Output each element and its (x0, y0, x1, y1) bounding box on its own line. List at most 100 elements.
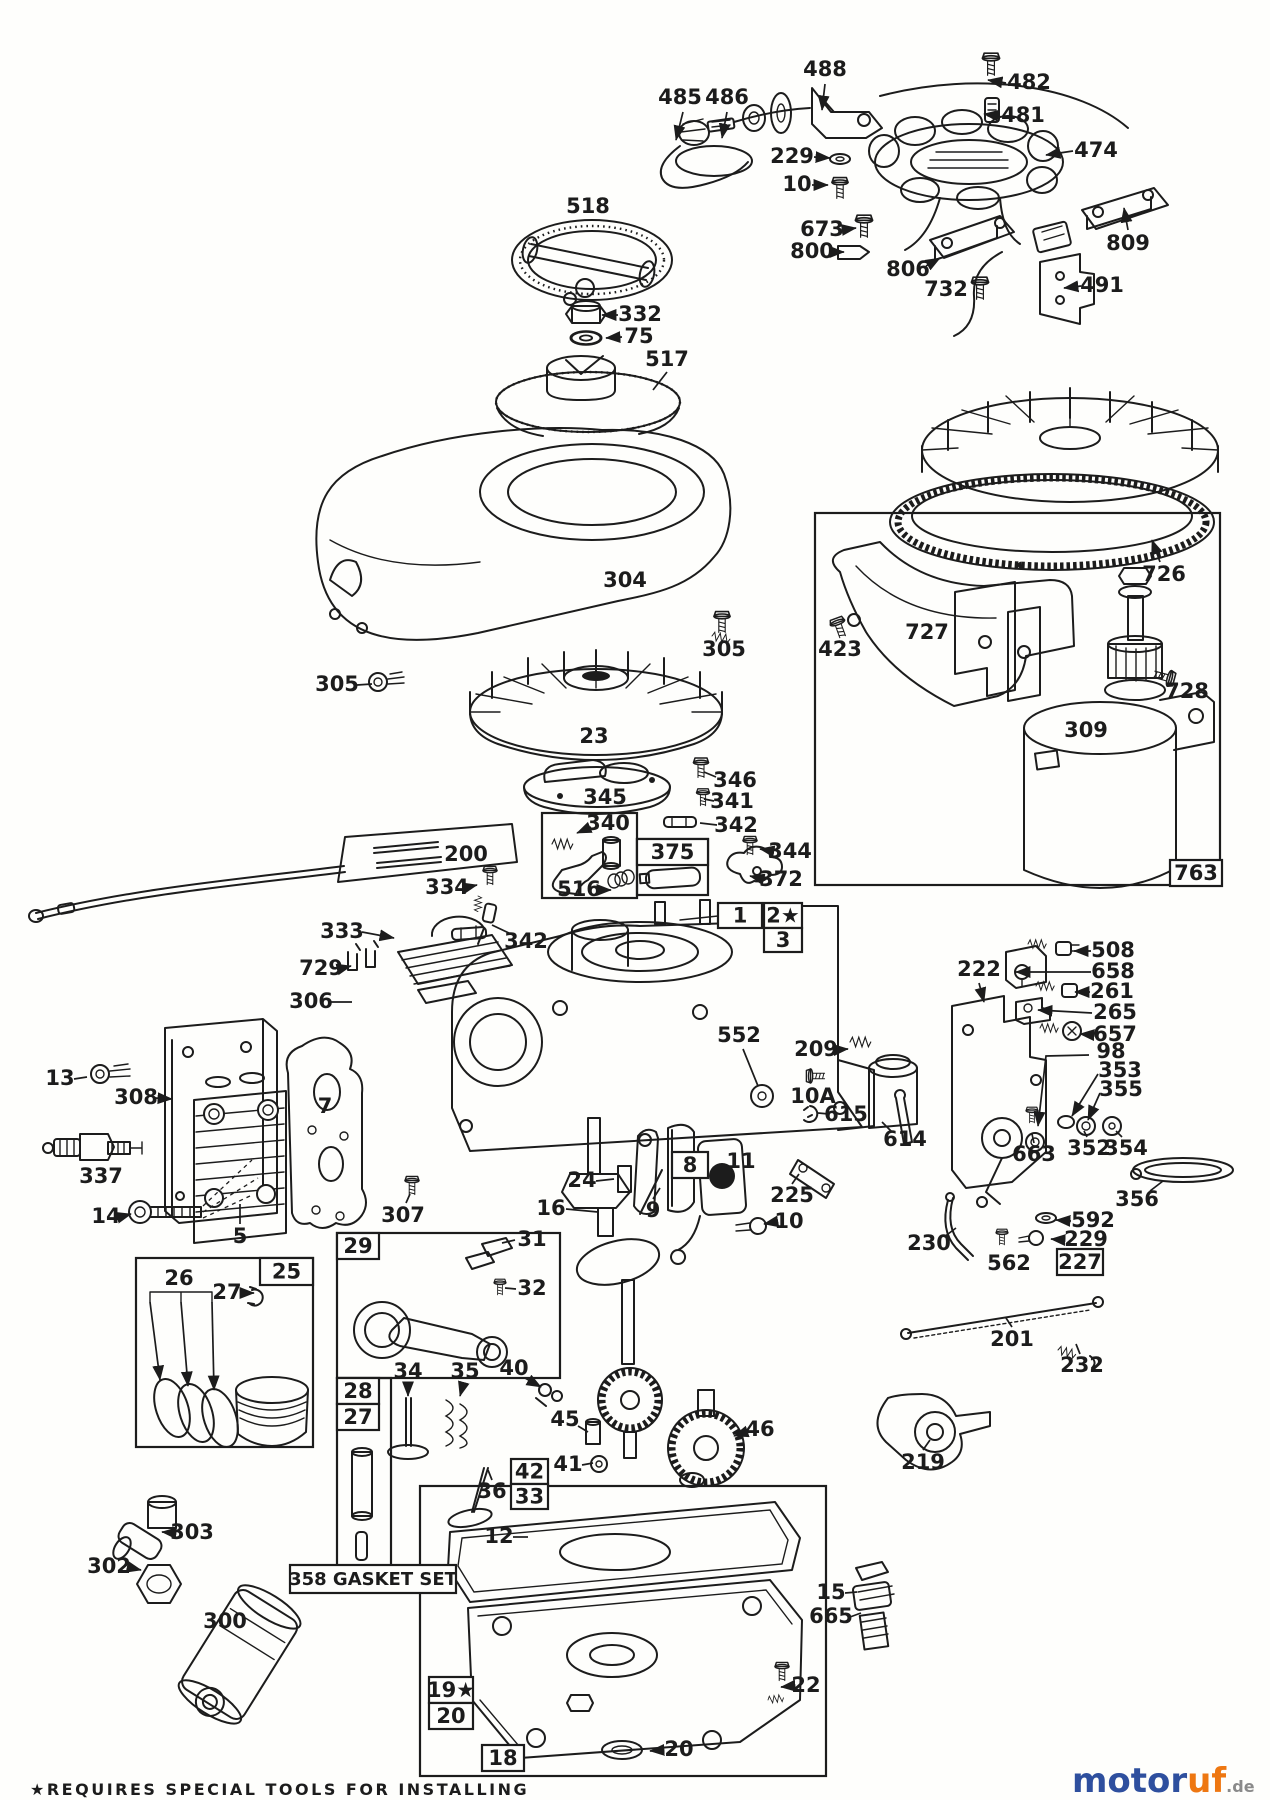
part-label-34: 34 (393, 1359, 422, 1383)
leader-line (125, 1560, 142, 1573)
container-box (813, 511, 1222, 887)
leader-line (791, 1173, 800, 1185)
leader-line (1075, 1343, 1081, 1355)
leader-line (1083, 1130, 1088, 1138)
part-label-10: 10 (782, 172, 811, 196)
boxed-label-19★: 19★ (427, 1678, 475, 1702)
part-label-46: 46 (745, 1417, 774, 1441)
leader-line (1037, 1004, 1093, 1017)
part-label-305: 305 (702, 637, 746, 661)
nut-332-washer-75-drawing (565, 300, 607, 346)
leader-line (405, 1193, 411, 1204)
part-label-10A: 10A (790, 1084, 836, 1108)
ignition-coil-333-drawing (397, 902, 513, 1004)
container-box (418, 1484, 828, 1778)
leader-line (565, 1208, 599, 1213)
cylinder-head-group-drawing (42, 1018, 420, 1244)
electric-starter-group-drawing (828, 387, 1219, 889)
part-label-9: 9 (646, 1198, 661, 1222)
part-label-14: 14 (91, 1204, 120, 1228)
leader-line (461, 882, 478, 895)
starter-rope-ring-518-drawing (511, 219, 673, 306)
part-label-40: 40 (499, 1356, 528, 1380)
part-label-27: 27 (212, 1280, 241, 1304)
part-label-372: 372 (759, 867, 803, 891)
leader-line (1120, 207, 1133, 231)
part-label-11: 11 (726, 1149, 755, 1173)
leader-line (699, 822, 718, 826)
leader-line (161, 1527, 177, 1540)
leader-line (605, 331, 623, 344)
boxed-label-25: 25 (272, 1260, 301, 1284)
part-label-41: 41 (553, 1452, 582, 1476)
part-label-332: 332 (618, 302, 662, 326)
part-label-16: 16 (536, 1196, 565, 1220)
part-label-75: 75 (624, 324, 653, 348)
boxed-label-frame-2★ (762, 901, 804, 930)
screws-305-drawing (368, 610, 732, 692)
part-label-232: 232 (1060, 1353, 1104, 1377)
part-label-727: 727 (905, 620, 949, 644)
part-label-481: 481 (1001, 103, 1045, 127)
part-label-337: 337 (79, 1164, 123, 1188)
boxed-label-358 GASKET SET: 358 GASKET SET (289, 1569, 458, 1590)
leader-line (673, 111, 686, 141)
leader-line (833, 1044, 849, 1057)
leader-line (1055, 1215, 1072, 1227)
boxed-label-1: 1 (733, 904, 748, 928)
boxed-label-3: 3 (776, 928, 791, 952)
leader-line (335, 963, 352, 976)
leader-line (840, 224, 857, 236)
boxed-label-frame-8 (670, 1150, 710, 1180)
part-label-518: 518 (566, 194, 610, 218)
watermark-logo[interactable]: motoruf.de (1072, 1761, 1255, 1800)
boxed-label-8: 8 (683, 1153, 698, 1177)
part-label-309: 309 (1064, 718, 1108, 742)
logo-part-de: .de (1226, 1777, 1255, 1796)
leader-line (924, 257, 941, 271)
part-label-491: 491 (1080, 273, 1124, 297)
clips-729-drawing (347, 940, 379, 971)
boxed-label-227: 227 (1058, 1250, 1102, 1274)
leader-line (703, 798, 715, 802)
part-label-36: 36 (477, 1479, 506, 1503)
leader-line (1005, 1317, 1013, 1328)
part-label-665: 665 (809, 1604, 853, 1628)
leader-line (487, 1469, 493, 1481)
boxed-label-frame-1 (716, 901, 764, 930)
part-label-592: 592 (1071, 1208, 1115, 1232)
leader-line (703, 771, 717, 778)
boxed-label-763: 763 (1174, 861, 1218, 885)
part-label-340: 340 (586, 811, 630, 835)
washer-229-bolt-10-drawing (829, 153, 851, 200)
part-label-13: 13 (45, 1066, 74, 1090)
boxed-label-frame-763 (1168, 858, 1224, 888)
part-label-200: 200 (444, 842, 488, 866)
part-label-10: 10 (774, 1209, 803, 1233)
part-label-333: 333 (320, 919, 364, 943)
part-label-341: 341 (710, 789, 754, 813)
part-label-508: 508 (1091, 938, 1135, 962)
leader-line (1063, 280, 1082, 293)
leader-line (115, 1212, 132, 1224)
oil-sump-group-drawing (447, 1501, 895, 1760)
leader-line (1151, 539, 1163, 563)
boxed-label-frame-358 GASKET SET (288, 1563, 458, 1595)
leader-line (361, 929, 395, 942)
part-label-303: 303 (170, 1520, 214, 1544)
part-label-7: 7 (318, 1094, 333, 1118)
boxed-label-29: 29 (343, 1234, 372, 1258)
part-label-306: 306 (289, 989, 333, 1013)
part-label-308: 308 (114, 1085, 158, 1109)
boxed-label-frame-33 (509, 1482, 550, 1511)
part-label-356: 356 (1115, 1187, 1159, 1211)
container-box (134, 1256, 315, 1449)
leader-line (749, 873, 766, 886)
pulley-517-drawing (494, 355, 682, 437)
leader-line (881, 1121, 893, 1133)
boxed-label-frame-29 (335, 1231, 381, 1261)
part-label-354: 354 (1104, 1136, 1148, 1160)
part-label-23: 23 (579, 724, 608, 748)
crankshaft-camshaft-drawing (561, 1117, 745, 1488)
